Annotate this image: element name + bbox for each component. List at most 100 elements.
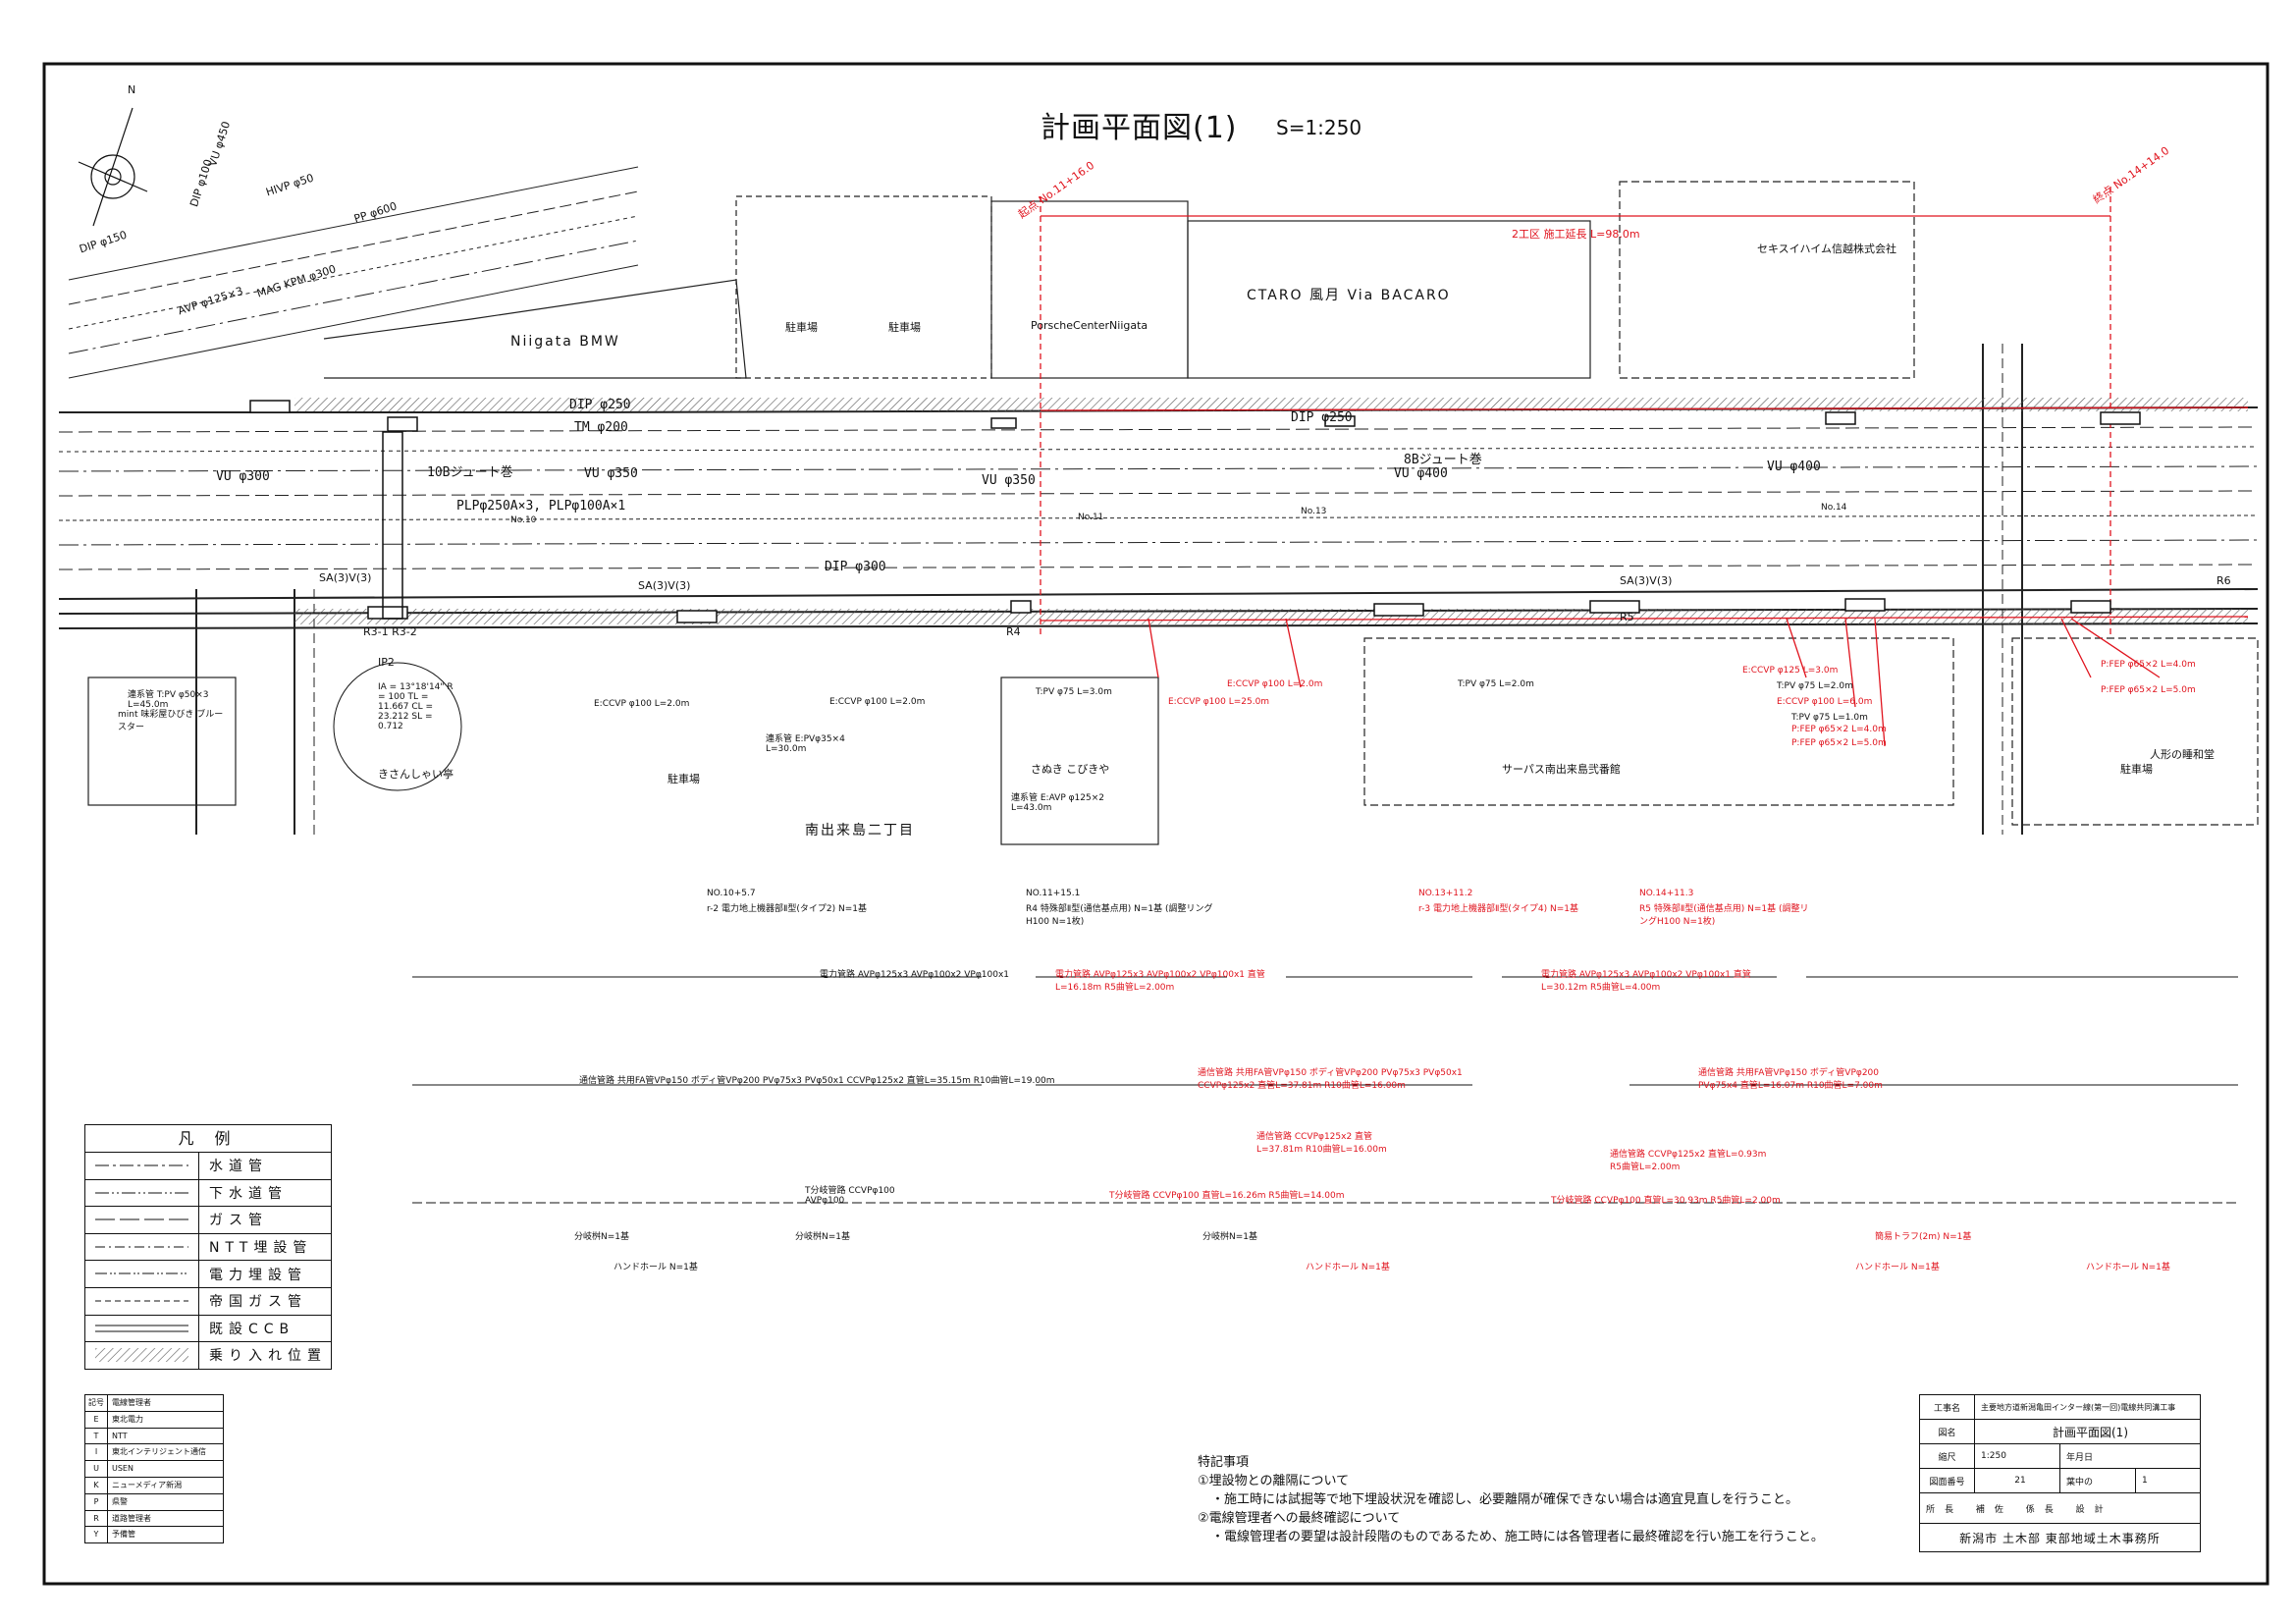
red-callout: P:FEP φ65×2 L=5.0m bbox=[1791, 738, 1887, 748]
pipe-vu400: VU φ400 bbox=[1394, 466, 1448, 481]
sidewalk-south bbox=[294, 609, 2248, 624]
section-desc: r-3 電力地上機器部Ⅱ型(タイプ4) N=1基 bbox=[1418, 904, 1578, 914]
legend-row: 水道管 bbox=[85, 1153, 331, 1180]
pipe-vu300: VU φ300 bbox=[216, 469, 270, 484]
callout: 連系管 T:PV φ50×3 L=45.0m bbox=[128, 690, 209, 710]
row-handhole: ハンドホール N=1基 bbox=[1306, 1263, 1390, 1272]
callout: T:PV φ75 L=1.0m bbox=[1791, 713, 1868, 723]
label-parking-1: 駐車場 bbox=[785, 321, 818, 334]
label-ip-data: IA = 13°18'14" R = 100 TL = 11.667 CL = … bbox=[378, 682, 454, 731]
row-comm2-red: 通信管路 CCVPφ125x2 直管L=37.81m R10曲管L=16.00m bbox=[1256, 1132, 1387, 1155]
pipe-dip300: DIP φ300 bbox=[825, 560, 886, 574]
row-power: 電力管路 AVPφ125x3 AVPφ100x2 VPφ100x1 bbox=[820, 970, 1009, 980]
red-callout: P:FEP φ65×2 L=4.0m bbox=[2101, 660, 2196, 670]
duct-boxes bbox=[249, 400, 2141, 623]
callout: T:PV φ75 L=2.0m bbox=[1777, 681, 1853, 691]
red-callout: P:FEP φ65×2 L=5.0m bbox=[2101, 685, 2196, 695]
label-minami: 南出来島二丁目 bbox=[805, 823, 915, 839]
row-branch: T分岐管路 CCVPφ100 AVPφ100 bbox=[805, 1186, 895, 1206]
pipe-vu350: VU φ350 bbox=[584, 466, 638, 481]
label-sanuki: さぬき こびきや bbox=[1031, 763, 1110, 776]
row-branch-red: T分岐管路 CCVPφ100 直管L=30.93m R5曲管L=2.00m bbox=[1551, 1196, 1781, 1206]
row-comm2-red: 通信管路 CCVPφ125x2 直管L=0.93m R5曲管L=2.00m bbox=[1610, 1150, 1767, 1172]
red-callout: E:CCVP φ100 L=6.0m bbox=[1777, 697, 1873, 707]
line-sample-icon bbox=[85, 1179, 199, 1207]
station-no13: No.13 bbox=[1301, 507, 1327, 516]
sheet-border bbox=[42, 62, 2269, 1586]
pipe-8b: 8Bジュート巻 bbox=[1404, 453, 1482, 467]
row-handhole: ハンドホール N=1基 bbox=[1855, 1263, 1940, 1272]
pipe-sa-3: SA(3)V(3) bbox=[1620, 574, 1673, 587]
section-no: NO.11+15.1 bbox=[1026, 889, 1081, 898]
label-parking-2: 駐車場 bbox=[888, 321, 921, 334]
row-fork: 分岐桝N=1基 bbox=[1202, 1232, 1257, 1242]
station-no11: No.11 bbox=[1078, 513, 1104, 522]
annotation-lines bbox=[412, 976, 2238, 1204]
hatch-sample-icon bbox=[85, 1342, 199, 1369]
callout: T:PV φ75 L=3.0m bbox=[1036, 687, 1112, 697]
title-block-row: 図名計画平面図(1) bbox=[1920, 1420, 2200, 1444]
legend-row: NTT埋設管 bbox=[85, 1233, 331, 1262]
manager-header: 記号電線管理者 bbox=[85, 1395, 223, 1412]
red-callout: E:CCVP φ125 L=3.0m bbox=[1742, 666, 1839, 676]
title-block-row: 工事名主要地方道新潟亀田インター線(第一回)電線共同溝工事 bbox=[1920, 1395, 2200, 1420]
section-desc: r-2 電力地上機器部Ⅱ型(タイプ2) N=1基 bbox=[707, 904, 867, 914]
row-power-red: 電力管路 AVPφ125x3 AVPφ100x2 VPφ100x1 直管L=30… bbox=[1541, 970, 1751, 993]
station-no14: No.14 bbox=[1821, 503, 1847, 513]
line-sample-icon bbox=[85, 1207, 199, 1233]
notes-line: ・施工時には試掘等で地下埋設状況を確認し、必要離隔が確保できない場合は適宜見直し… bbox=[1211, 1492, 1799, 1507]
legend-row: 電力埋設管 bbox=[85, 1261, 331, 1288]
legend-row: 下水道管 bbox=[85, 1179, 331, 1208]
pipe-dip250b: DIP φ250 bbox=[1291, 410, 1353, 425]
legend-title: 凡 例 bbox=[85, 1125, 331, 1153]
label-ip2: IP2 bbox=[378, 656, 395, 669]
section-no: NO.10+5.7 bbox=[707, 889, 756, 898]
notes-line: ①埋設物との離隔について bbox=[1198, 1474, 1350, 1488]
row-branch-red: T分岐管路 CCVPφ100 直管L=16.26m R5曲管L=14.00m bbox=[1109, 1191, 1345, 1201]
red-callout: E:CCVP φ100 L=2.0m bbox=[1227, 679, 1323, 689]
row-trough: 簡易トラフ(2m) N=1基 bbox=[1875, 1232, 1972, 1242]
title-block-row: 所長 補佐 係長 設計 bbox=[1920, 1493, 2200, 1524]
row-handhole: ハンドホール N=1基 bbox=[614, 1263, 698, 1272]
pipe-sa-1: SA(3)V(3) bbox=[319, 571, 372, 584]
row-handhole: ハンドホール N=1基 bbox=[2086, 1263, 2170, 1272]
title-block: 工事名主要地方道新潟亀田インター線(第一回)電線共同溝工事 図名計画平面図(1)… bbox=[1919, 1394, 2201, 1552]
special-notes: 特記事項 ①埋設物との離隔について ・施工時には試掘等で地下埋設状況を確認し、必… bbox=[1198, 1453, 1824, 1546]
work-section: 2工区 施工延長 L=98.0m bbox=[1512, 228, 1640, 241]
pipe-plp: PLPφ250A×3, PLPφ100A×1 bbox=[456, 499, 626, 514]
ip2-curve-circle bbox=[333, 662, 462, 791]
line-sample-icon bbox=[85, 1261, 199, 1287]
callout: E:CCVP φ100 L=2.0m bbox=[829, 697, 926, 707]
red-callout: P:FEP φ65×2 L=4.0m bbox=[1791, 725, 1887, 734]
pipe-tm200: TM φ200 bbox=[574, 420, 628, 435]
label-sekisui: セキスイハイム信越株式会社 bbox=[1757, 243, 1897, 255]
legend-row: 既設CCB bbox=[85, 1315, 331, 1343]
pipe-sa-2: SA(3)V(3) bbox=[638, 579, 691, 592]
pipe-dip250: DIP φ250 bbox=[569, 398, 631, 412]
north-label: N bbox=[128, 83, 136, 96]
callout: T:PV φ75 L=2.0m bbox=[1458, 679, 1534, 689]
road-lines bbox=[58, 166, 2259, 835]
station-no10: No.10 bbox=[510, 515, 537, 525]
section-desc: R5 特殊部Ⅱ型(通信基点用) N=1基 (調整リングH100 N=1枚) bbox=[1639, 904, 1809, 927]
pipe-vu400b: VU φ400 bbox=[1767, 460, 1821, 474]
line-sample-icon bbox=[85, 1315, 199, 1342]
line-sample-icon bbox=[85, 1153, 199, 1179]
label-bmw: Niigata BMW bbox=[510, 334, 620, 350]
section-no: NO.13+11.2 bbox=[1418, 889, 1473, 898]
pipe-vu350b: VU φ350 bbox=[982, 473, 1036, 488]
label-kishasha: きさんしゃい亭 bbox=[378, 768, 454, 781]
section-desc: R4 特殊部Ⅱ型(通信基点用) N=1基 (調整リングH100 N=1枚) bbox=[1026, 904, 1213, 927]
label-porsche: PorscheCenterNiigata bbox=[1031, 319, 1148, 332]
buildings bbox=[87, 181, 2259, 845]
notes-line: ②電線管理者への最終確認について bbox=[1198, 1511, 1401, 1526]
line-sample-icon bbox=[85, 1233, 199, 1261]
row-comm-red: 通信管路 共用FA管VPφ150 ボディ管VPφ200 PVφ75x3 PVφ5… bbox=[1198, 1068, 1463, 1091]
